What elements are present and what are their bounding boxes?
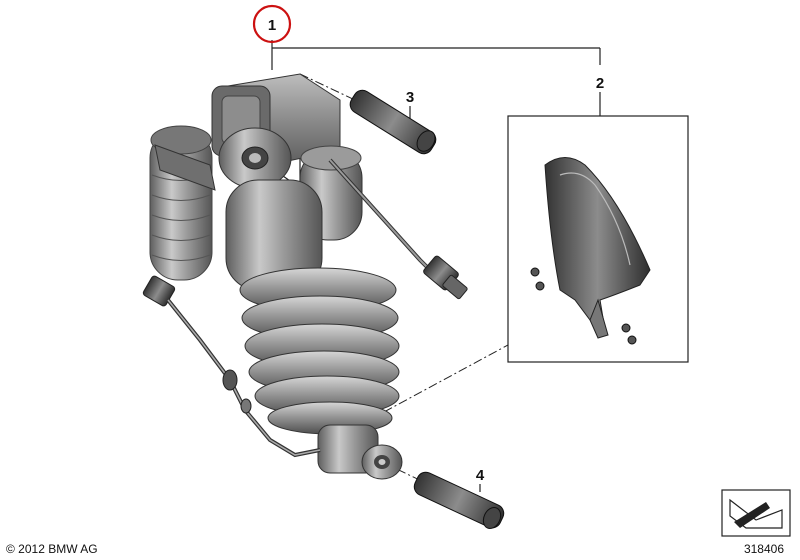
callout-1: 1 — [252, 4, 292, 44]
callout-label-3: 3 — [406, 89, 414, 106]
coil-spring — [239, 267, 400, 435]
diagram-number: 318406 — [744, 542, 784, 556]
part-2-box — [507, 115, 689, 363]
copyright-text: © 2012 BMW AG — [6, 542, 98, 556]
shock-absorber — [149, 73, 403, 480]
bolt-part-4 — [413, 471, 505, 530]
callout-label-4: 4 — [476, 467, 485, 484]
highlight-circle — [252, 4, 292, 44]
callout-label-2: 2 — [596, 75, 604, 92]
sensor-cable-left — [142, 275, 321, 458]
sensor-cable-right — [328, 158, 468, 300]
bolt-part-3 — [349, 89, 437, 155]
view-direction-arrow-icon — [721, 489, 791, 537]
screws — [530, 267, 637, 345]
splash-guard — [544, 157, 651, 339]
callout-label-1: 1 — [268, 17, 276, 34]
